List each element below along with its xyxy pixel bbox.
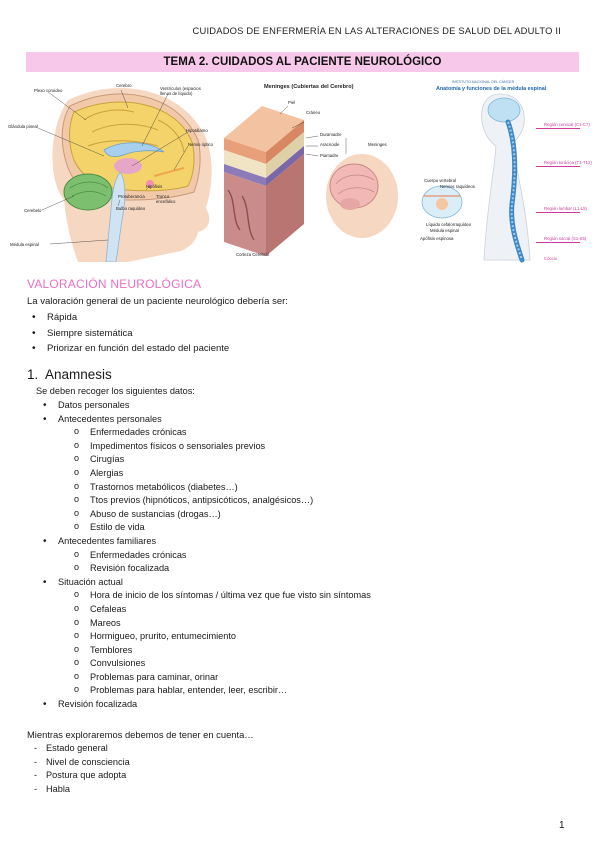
label-meninges: Meninges bbox=[368, 142, 387, 147]
meninges-title: Meninges (Cubiertas del Cerebro) bbox=[264, 84, 354, 90]
anamnesis-title: Anamnesis bbox=[45, 367, 112, 382]
label-cervical: Región cervical (C1-C7) bbox=[544, 122, 590, 127]
brain-figure: Plexo coroideo Cerebro Ventrículos (espa… bbox=[8, 80, 220, 262]
list-item: Ttos previos (hipnóticos, antipsicóticos… bbox=[71, 493, 371, 508]
list-item: Enfermedades crónicas bbox=[71, 425, 371, 440]
label-bulbo: Bulbo raquídeo bbox=[116, 206, 146, 211]
brain-illustration bbox=[8, 80, 220, 262]
label-aracnoide: Aracnoide bbox=[320, 142, 340, 147]
list-item: Antecedentes familiares Enfermedades cró… bbox=[40, 535, 371, 576]
group-label: Situación actual bbox=[58, 576, 123, 587]
valoracion-intro: La valoración general de un paciente neu… bbox=[27, 296, 288, 307]
list-item: Datos personales bbox=[40, 399, 371, 413]
list-item: Cirugías bbox=[71, 452, 371, 467]
list-item: Problemas para caminar, orinar bbox=[71, 670, 371, 685]
anamnesis-intro: Se deben recoger los siguientes datos: bbox=[36, 386, 195, 396]
list-item: Trastornos metabólicos (diabetes…) bbox=[71, 480, 371, 495]
spine-kicker: INSTITUTO NACIONAL DEL CÁNCER bbox=[452, 80, 515, 84]
list-item: Habla bbox=[32, 783, 130, 797]
exploracion-list: Estado general Nivel de consciencia Post… bbox=[32, 742, 130, 797]
page-number: 1 bbox=[559, 820, 565, 831]
valoracion-list: Rápida Siempre sistemática Priorizar en … bbox=[28, 310, 229, 357]
label-glandula: Glándula pineal bbox=[8, 124, 38, 129]
label-piel: Piel bbox=[288, 100, 296, 105]
anamnesis-list: Datos personales Antecedentes personales… bbox=[40, 399, 371, 712]
group-label: Datos personales bbox=[58, 400, 130, 410]
label-medula: Médula espinal bbox=[10, 242, 39, 247]
label-toracica: Región torácica (T1-T12) bbox=[544, 160, 592, 165]
anamnesis-heading: 1. Anamnesis bbox=[27, 367, 112, 382]
list-item: Cefaleas bbox=[71, 602, 371, 617]
list-item: Rápida bbox=[28, 310, 229, 326]
label-duramadre: Duramadre bbox=[320, 132, 342, 137]
list-item: Convulsiones bbox=[71, 656, 371, 671]
list-item: Abuso de sustancias (drogas…) bbox=[71, 507, 371, 522]
label-sacra: Región sacral (S1-S5) bbox=[544, 236, 587, 241]
running-header: CUIDADOS DE ENFERMERÍA EN LAS ALTERACION… bbox=[192, 25, 561, 36]
sublist: Enfermedades crónicas Revisión focalizad… bbox=[58, 548, 371, 576]
group-label: Revisión focalizada bbox=[58, 699, 138, 710]
list-item: Mareos bbox=[71, 616, 371, 631]
meninges-illustration bbox=[222, 80, 407, 262]
label-medula-spine: Médula espinal bbox=[430, 228, 459, 233]
spine-figure: INSTITUTO NACIONAL DEL CÁNCER Anatomía y… bbox=[416, 74, 592, 270]
group-label: Antecedentes personales bbox=[58, 413, 162, 424]
group-label: Antecedentes familiares bbox=[58, 535, 157, 546]
label-piamadre: Piamadre bbox=[320, 153, 339, 158]
label-plexo: Plexo coroideo bbox=[34, 88, 63, 93]
list-item: Nivel de consciencia bbox=[32, 756, 130, 770]
label-cerebro: Cerebro bbox=[116, 83, 132, 88]
label-tronco: Tronco encefálico bbox=[156, 194, 176, 204]
list-item: Revisión focalizada bbox=[40, 698, 371, 712]
list-item: Estado general bbox=[32, 742, 130, 756]
list-item: Enfermedades crónicas bbox=[71, 548, 371, 563]
label-ventriculos: Ventrículos (espacios llenos de líquido) bbox=[160, 86, 201, 96]
list-item: Siempre sistemática bbox=[28, 326, 229, 342]
spine-illustration bbox=[416, 74, 586, 270]
spine-title: Anatomía y funciones de la médula espina… bbox=[436, 86, 547, 92]
list-item: Postura que adopta bbox=[32, 769, 130, 783]
list-item: Revisión focalizada bbox=[71, 561, 371, 576]
sublist: Enfermedades crónicas Impedimentos físic… bbox=[58, 425, 371, 535]
label-protuberancia: Protuberancia bbox=[118, 194, 145, 199]
label-coccix: Cóccix bbox=[544, 256, 557, 261]
list-item: Antecedentes personales Enfermedades cró… bbox=[40, 413, 371, 535]
list-item: Hormigueo, prurito, entumecimiento bbox=[71, 629, 371, 644]
label-hipotalamo: Hipotálamo bbox=[186, 128, 208, 133]
list-item: Alergias bbox=[71, 466, 371, 481]
label-cuerpo: Cuerpo vertebral bbox=[424, 178, 457, 183]
list-item: Problemas para hablar, entender, leer, e… bbox=[71, 683, 371, 698]
meninges-figure: Meninges (Cubiertas del Cerebro) Piel Cr… bbox=[222, 80, 407, 262]
label-craneo: Cráneo bbox=[306, 110, 321, 115]
list-item: Impedimentos físicos o sensoriales previ… bbox=[71, 439, 371, 454]
label-nervios: Nervios raquídeos bbox=[440, 184, 475, 189]
page-title: TEMA 2. CUIDADOS AL PACIENTE NEUROLÓGICO bbox=[26, 52, 579, 72]
label-cerebelo: Cerebelo bbox=[24, 208, 42, 213]
figures-row: Plexo coroideo Cerebro Ventrículos (espa… bbox=[0, 74, 599, 270]
list-item: Hora de inicio de los síntomas / última … bbox=[71, 588, 371, 603]
list-item: Priorizar en función del estado del paci… bbox=[28, 341, 229, 357]
sublist: Hora de inicio de los síntomas / última … bbox=[58, 588, 371, 698]
label-hipofisis: Hipófisis bbox=[146, 184, 163, 189]
list-item: Temblores bbox=[71, 643, 371, 658]
label-lumbar: Región lumbar (L1-L5) bbox=[544, 206, 587, 211]
list-item: Situación actual Hora de inicio de los s… bbox=[40, 576, 371, 698]
label-liquido: Líquido cefalorraquídeo bbox=[426, 222, 472, 227]
label-apofisis: Apófisis espinosa bbox=[420, 236, 454, 241]
list-item: Estilo de vida bbox=[71, 520, 371, 535]
label-corteza: Corteza Cerebral bbox=[236, 252, 269, 257]
anamnesis-number: 1. bbox=[27, 367, 39, 382]
exploracion-intro: Mientras exploraremos debemos de tener e… bbox=[27, 729, 254, 740]
label-nervio: Nervio óptico bbox=[188, 142, 214, 147]
section-valoracion-title: VALORACIÓN NEUROLÓGICA bbox=[27, 277, 202, 291]
